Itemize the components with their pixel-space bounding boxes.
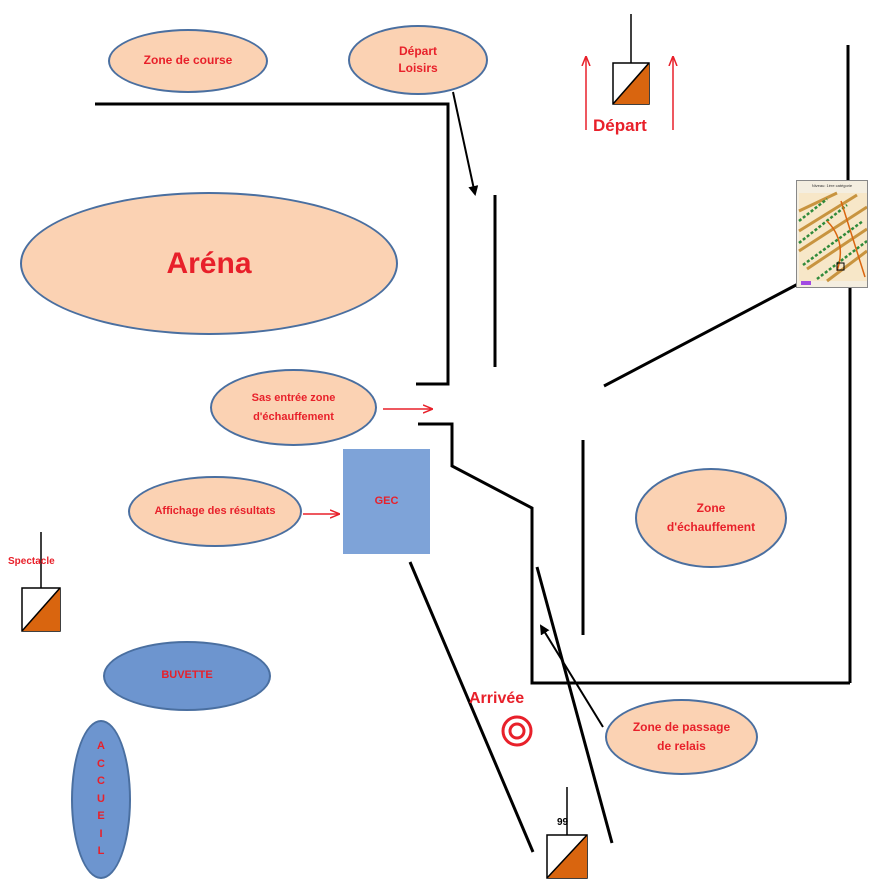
arena-oval: Aréna — [20, 192, 398, 335]
depart-loisirs-label: Départ Loisirs — [398, 43, 438, 75]
sas-entree-oval: Sas entrée zone d'échauffement — [210, 369, 377, 446]
map-terrain-graphic — [798, 191, 867, 285]
zone-course-label: Zone de course — [143, 53, 233, 68]
arena-label: Aréna — [166, 246, 252, 280]
zone-echauffement-label: Zone d'échauffement — [666, 500, 756, 534]
zone-echauffement-oval: Zone d'échauffement — [635, 468, 787, 568]
zone-relais-label: Zone de passage de relais — [632, 719, 731, 753]
accueil-oval: A C C U E I L — [71, 720, 131, 879]
buvette-oval: BUVETTE — [103, 641, 271, 711]
arrow-relay-zone — [539, 624, 604, 728]
finish-lane-left — [408, 561, 535, 853]
accueil-label: A C C U E I L — [97, 739, 105, 858]
control-flag-icon — [612, 14, 650, 105]
sas-entree-label: Sas entrée zone d'échauffement — [251, 391, 336, 423]
map-title: Niveau: 1ère catégorie — [811, 183, 853, 188]
zone-relais-oval: Zone de passage de relais — [605, 699, 758, 775]
control-flag-icon — [21, 532, 61, 632]
diagonal-line-map — [603, 282, 799, 388]
affichage-oval: Affichage des résultats — [128, 476, 302, 547]
boundary-lower-line — [418, 422, 850, 685]
gec-box: GEC — [343, 449, 430, 554]
boundary-top-line — [95, 102, 450, 386]
arrivee-label: Arrivée — [469, 690, 525, 707]
finish-target-icon — [501, 715, 533, 747]
control-number-label: 99 — [557, 817, 569, 828]
depart-loisirs-oval: Départ Loisirs — [348, 25, 488, 95]
arrow-depart-loisirs — [452, 91, 479, 196]
course-map-thumbnail: Niveau: 1ère catégorie — [796, 180, 868, 288]
zone-course-oval: Zone de course — [108, 29, 268, 93]
affichage-label: Affichage des résultats — [154, 504, 276, 517]
spectacle-label: Spectacle — [8, 556, 55, 567]
depart-label: Départ — [593, 116, 647, 135]
control-flag-icon — [546, 787, 588, 879]
buvette-label: BUVETTE — [161, 669, 213, 682]
finish-lane-right — [535, 566, 614, 844]
gec-label: GEC — [374, 495, 399, 507]
